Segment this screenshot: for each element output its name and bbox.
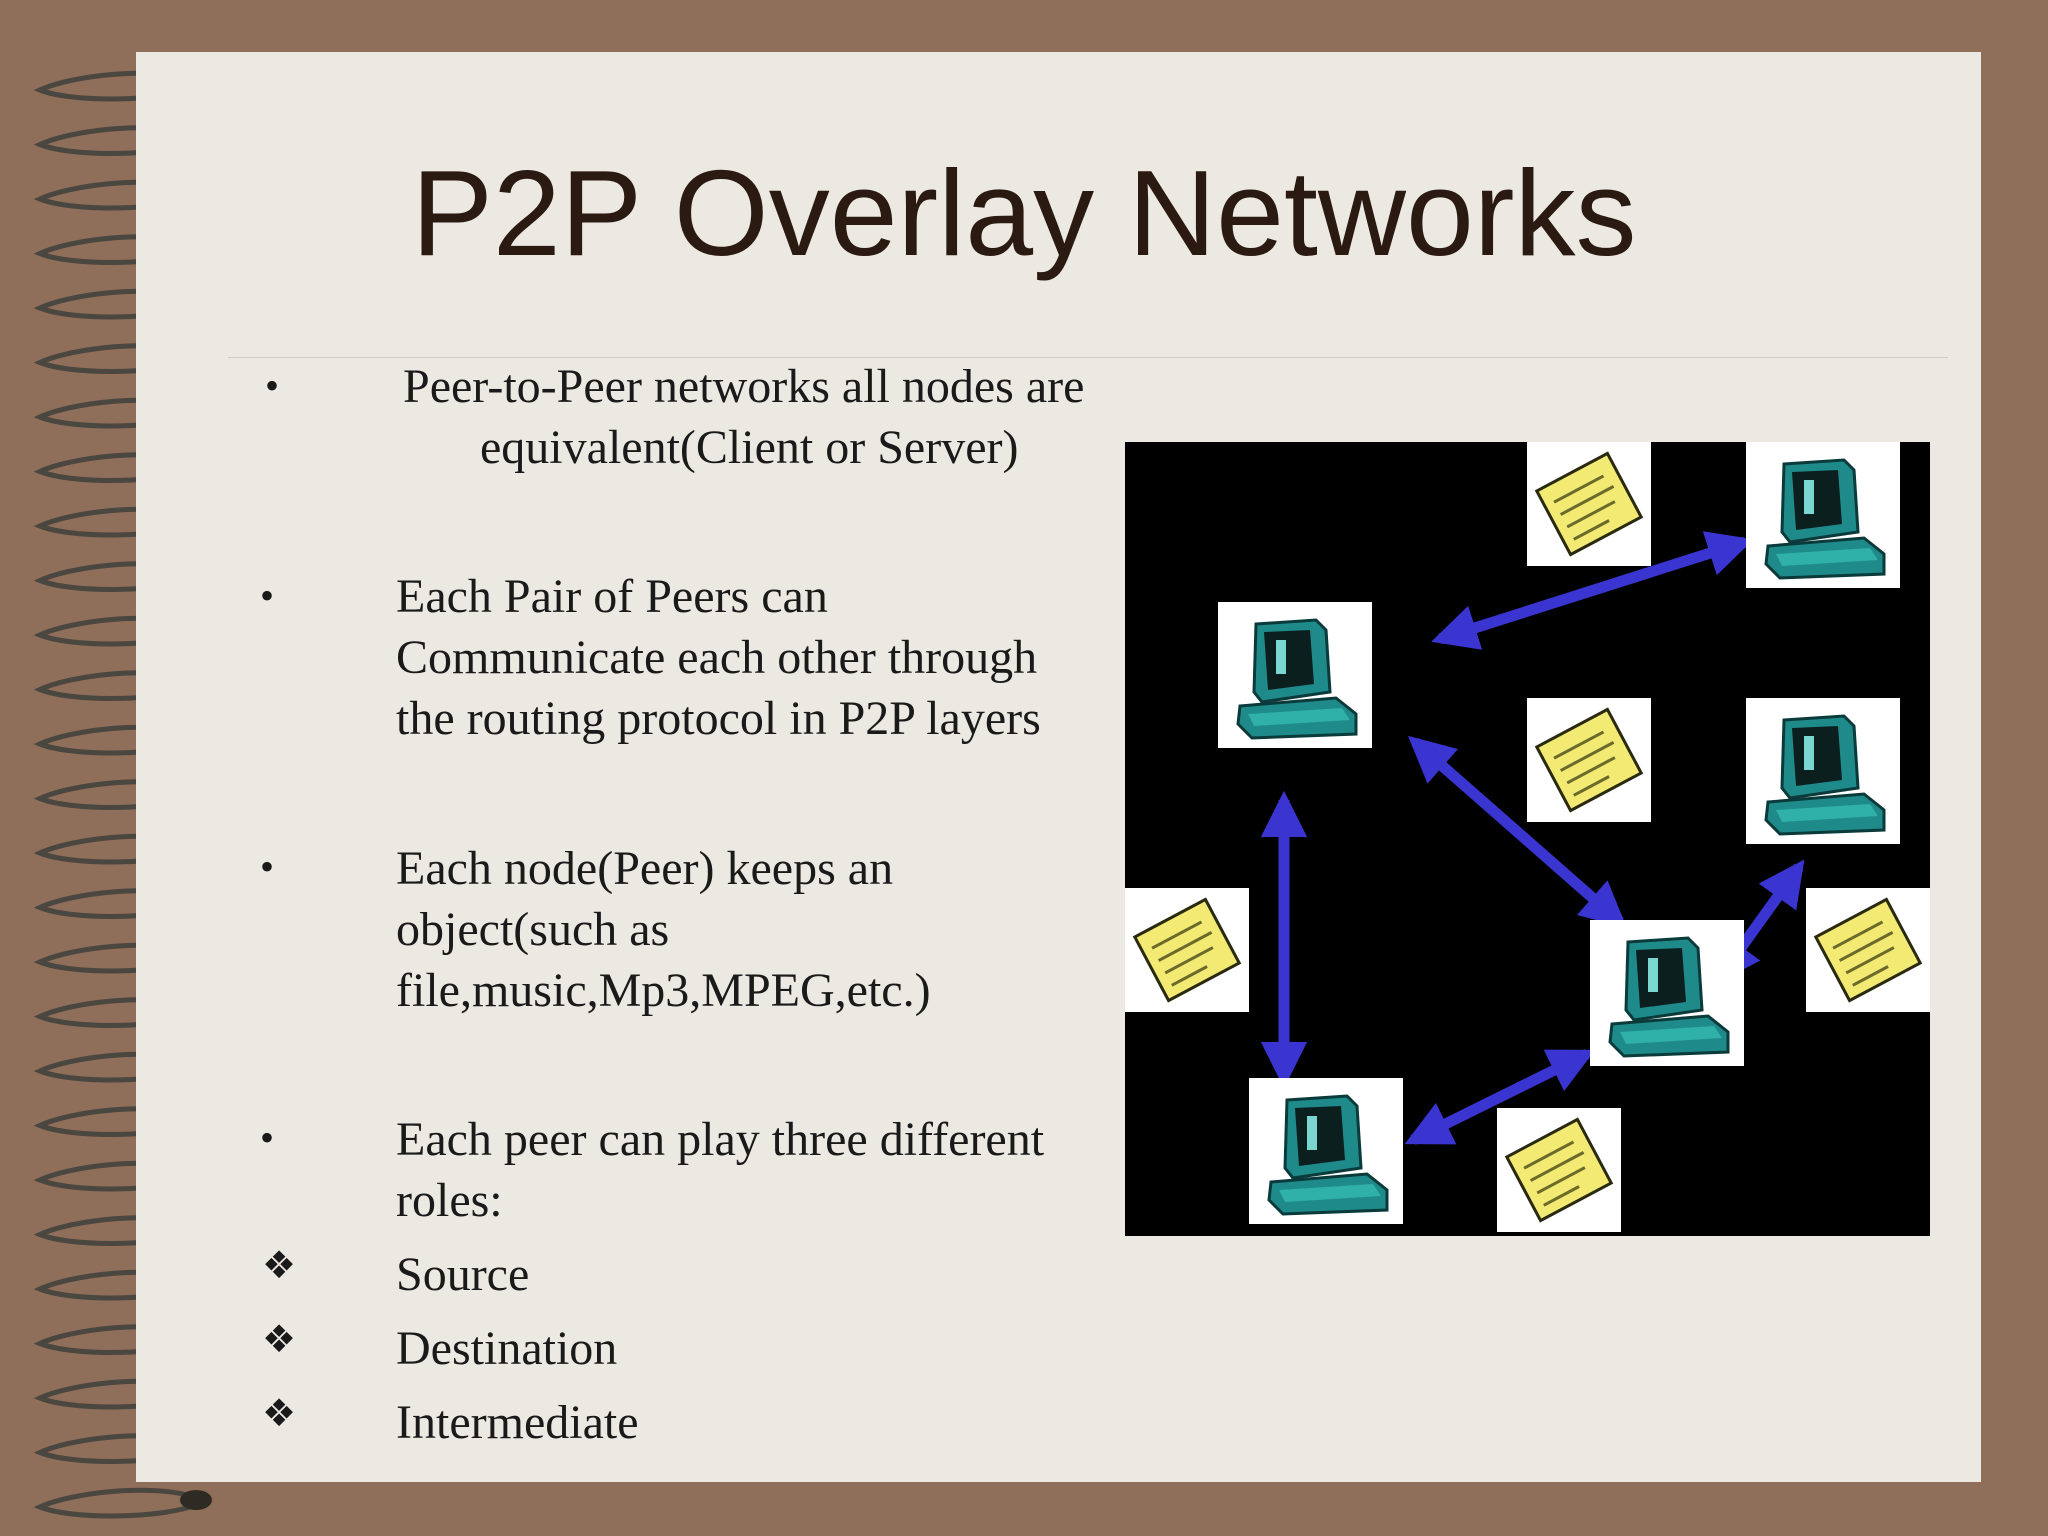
slide-title: P2P Overlay Networks — [411, 145, 1637, 281]
role-marker-source: ❖ — [262, 1243, 297, 1287]
bullet-4-marker: • — [260, 1115, 275, 1160]
document-note-icon — [1525, 696, 1653, 824]
role-marker-intermediate: ❖ — [262, 1391, 297, 1435]
bullet-3-line-1: Each node(Peer) keeps an — [396, 842, 894, 895]
role-intermediate: Intermediate — [396, 1396, 639, 1449]
bullet-4-line-2: roles: — [396, 1174, 503, 1227]
computer-icon — [1216, 600, 1374, 750]
bullet-2-line-3: the routing protocol in P2P layers — [396, 692, 1041, 745]
bullet-1-line-2: equivalent(Client or Server) — [480, 421, 1019, 474]
role-marker-destination: ❖ — [262, 1317, 297, 1361]
bullet-3-line-2: object(such as — [396, 903, 670, 956]
computer-icon — [1247, 1076, 1405, 1226]
bullet-4-line-1: Each peer can play three different — [396, 1113, 1045, 1166]
bullet-2-line-1: Each Pair of Peers can — [396, 570, 828, 623]
document-note-icon — [1125, 886, 1251, 1014]
bullet-1-marker: • — [265, 363, 280, 408]
spiral-ring — [33, 1487, 196, 1519]
p2p-network-diagram — [1125, 442, 1930, 1236]
role-destination: Destination — [396, 1322, 618, 1375]
bullet-1-line-1: Peer-to-Peer networks all nodes are — [403, 360, 1085, 413]
bullet-3-line-3: file,music,Mp3,MPEG,etc.) — [396, 964, 931, 1017]
computer-icon — [1588, 918, 1746, 1068]
role-source: Source — [396, 1248, 530, 1301]
computer-icon — [1744, 442, 1902, 590]
title-divider — [228, 357, 1948, 358]
bullet-2-marker: • — [260, 573, 275, 618]
bullet-3-marker: • — [260, 844, 275, 889]
binding-hole — [180, 1490, 212, 1510]
bullet-2-line-2: Communicate each other through — [396, 631, 1038, 684]
double-arrow-icon — [1408, 735, 1627, 929]
computer-icon — [1744, 696, 1902, 846]
double-arrow-icon — [1431, 531, 1754, 650]
document-note-icon — [1525, 442, 1653, 568]
document-note-icon — [1495, 1106, 1623, 1234]
document-note-icon — [1804, 886, 1930, 1014]
double-arrow-icon — [1404, 1049, 1596, 1145]
